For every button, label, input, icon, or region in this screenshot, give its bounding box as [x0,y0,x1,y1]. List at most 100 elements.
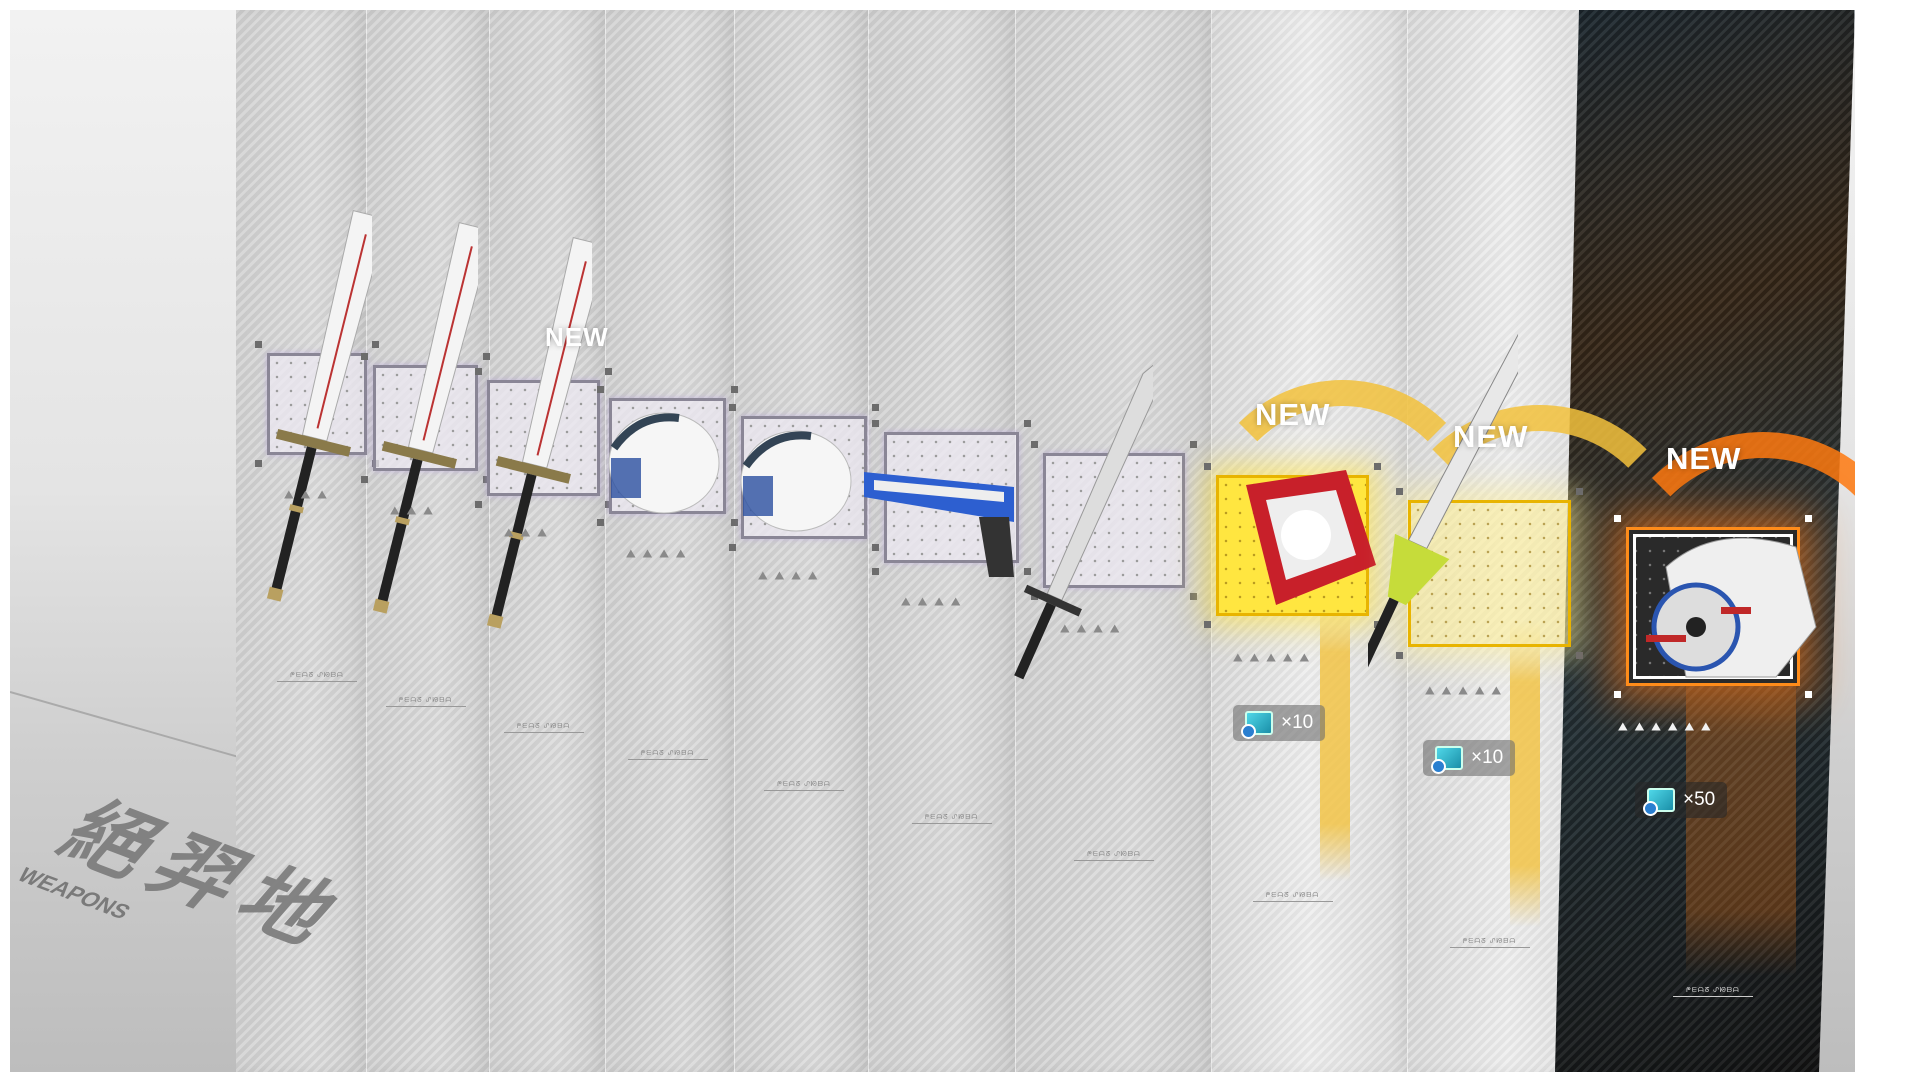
star-icon: ⯅ [657,545,671,564]
corner-marker [597,519,604,526]
corner-marker [1374,463,1381,470]
corner-marker [1204,621,1211,628]
star-icon: ⯅ [899,593,913,612]
reward-count: ×10 [1281,712,1314,733]
star-icon: ⯅ [1297,649,1312,668]
corner-marker [1031,593,1038,600]
star-icon: ⯅ [1074,620,1089,639]
star-rating: ⯅⯅⯅⯅⯅⯅ [1616,718,1713,738]
card-label: ᖘᗴᗩᘔ ᔑᘘᗷᗩ [1449,937,1530,948]
item-frame[interactable] [884,432,1019,563]
star-icon: ⯅ [1616,718,1630,737]
new-badge: NEW [1453,419,1529,454]
star-rating: ⯅⯅⯅⯅ [756,567,819,587]
corner-marker [605,368,612,375]
star-icon: ⯅ [1649,718,1663,737]
new-badge: NEW [1255,397,1331,432]
star-rating: ⯅⯅⯅⯅ [1058,620,1121,640]
card-label: ᖘᗴᗩᘔ ᔑᘘᗷᗩ [1673,986,1753,997]
star-icon: ⯅ [915,593,930,612]
item-frame[interactable] [267,353,367,455]
corner-marker [475,501,482,508]
material-chip-icon [1643,788,1675,816]
corner-marker [361,353,368,360]
star-icon: ⯅ [388,502,402,521]
corner-marker [1031,441,1038,448]
corner-marker [475,368,482,375]
card-strip-5[interactable] [735,10,869,1072]
star-icon: ⯅ [1247,649,1262,668]
star-icon: ⯅ [1665,718,1680,737]
material-chip-icon [1241,711,1273,739]
card-label: ᖘᗴᗩᘔ ᔑᘘᗷᗩ [1252,891,1333,902]
star-rating: ⯅⯅⯅⯅⯅ [1231,649,1311,669]
card-strip-4[interactable] [606,10,735,1072]
item-frame[interactable] [1408,500,1571,647]
star-icon: ⯅ [518,524,533,543]
star-icon: ⯅ [421,502,435,521]
star-icon: ⯅ [1423,682,1437,701]
item-frame[interactable] [1626,527,1800,686]
corner-marker [731,519,738,526]
star-rating: ⯅⯅⯅⯅ [899,593,962,613]
star-icon: ⯅ [1107,620,1122,639]
corner-marker [1805,515,1812,522]
item-frame[interactable] [373,365,478,471]
item-frame[interactable] [609,398,726,514]
rarity-band [1320,595,1350,881]
rarity-band [1510,620,1540,927]
corner-marker [1805,691,1812,698]
corner-marker [361,476,368,483]
star-icon: ⯅ [298,486,313,505]
star-icon: ⯅ [624,545,638,564]
star-icon: ⯅ [932,593,946,612]
corner-marker [483,476,490,483]
corner-marker [1190,593,1197,600]
corner-marker [1396,488,1403,495]
corner-marker [1396,652,1403,659]
star-icon: ⯅ [502,524,516,543]
star-icon: ⯅ [1264,649,1278,668]
corner-marker [729,404,736,411]
star-icon: ⯅ [805,567,820,586]
corner-marker [597,386,604,393]
star-icon: ⯅ [315,486,329,505]
star-rating: ⯅⯅⯅ [388,502,435,522]
star-icon: ⯅ [1231,649,1245,668]
reward-count: ×50 [1683,789,1716,810]
corner-marker [1024,568,1031,575]
card-label: ᖘᗴᗩᘔ ᔑᘘᗷᗩ [277,671,357,682]
corner-marker [872,568,879,575]
star-icon: ⯅ [1280,649,1295,668]
star-icon: ⯅ [1489,682,1504,701]
item-frame[interactable] [1216,475,1369,616]
reward-badge: ×10 [1423,740,1516,776]
star-rating: ⯅⯅⯅⯅ [624,545,687,565]
star-rating: ⯅⯅⯅ [282,486,329,506]
item-frame[interactable] [487,380,600,496]
star-rating: ⯅⯅⯅⯅⯅ [1423,682,1503,702]
star-icon: ⯅ [1632,718,1647,737]
new-badge: NEW [545,322,609,352]
star-icon: ⯅ [1091,620,1105,639]
reward-badge: ×10 [1233,705,1326,741]
new-badge: NEW [1666,441,1742,476]
star-icon: ⯅ [1472,682,1487,701]
item-frame[interactable] [1043,453,1185,588]
corner-marker [729,544,736,551]
star-icon: ⯅ [756,567,770,586]
card-label: ᖘᗴᗩᘔ ᔑᘘᗷᗩ [911,813,992,824]
star-icon: ⯅ [1682,718,1697,737]
card-strip-2[interactable] [367,10,490,1072]
corner-marker [872,420,879,427]
corner-marker [872,544,879,551]
item-frame[interactable] [741,416,867,539]
corner-marker [1374,621,1381,628]
card-label: ᖘᗴᗩᘔ ᔑᘘᗷᗩ [627,749,708,760]
star-icon: ⯅ [772,567,787,586]
star-icon: ⯅ [640,545,655,564]
star-icon: ⯅ [673,545,688,564]
corner-marker [255,460,262,467]
corner-marker [1024,420,1031,427]
